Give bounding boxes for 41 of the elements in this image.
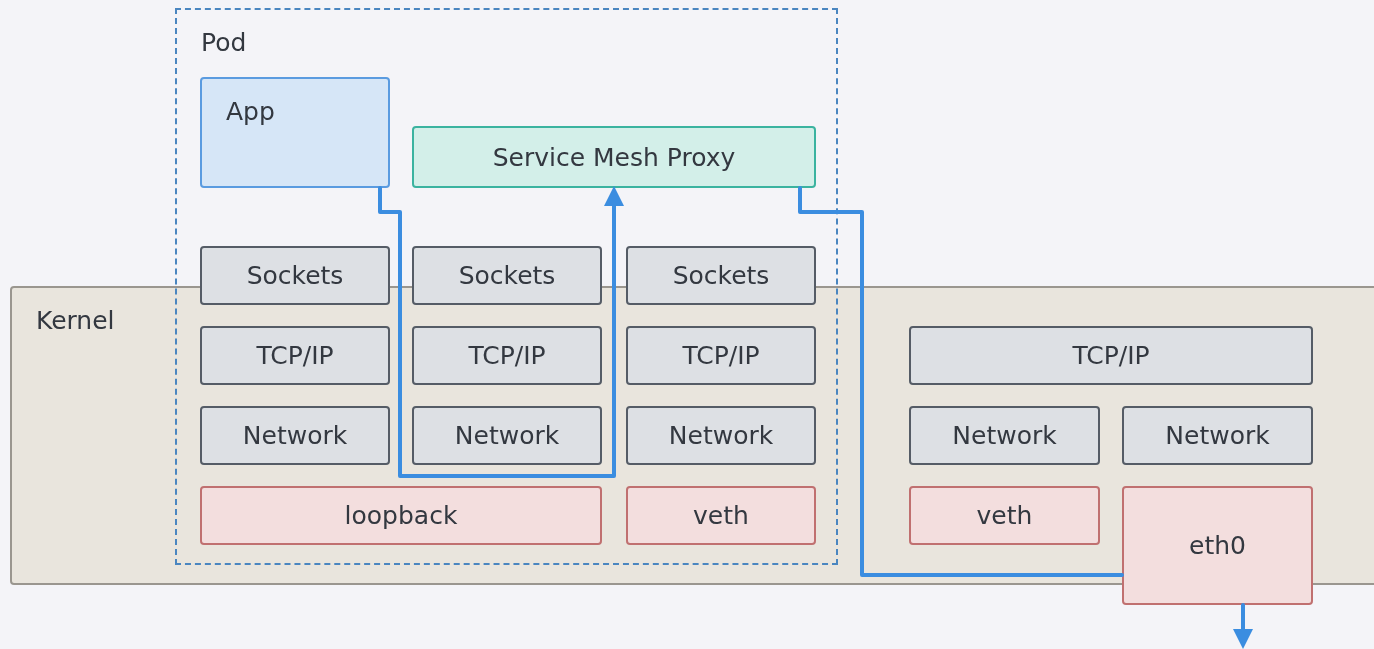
layer-box [909, 406, 1100, 465]
box-label: veth [976, 503, 1033, 528]
box-label: Service Mesh Proxy [492, 144, 736, 170]
app-box [200, 77, 390, 188]
interface-box [1122, 486, 1313, 605]
flow-arrow [1233, 603, 1253, 649]
interface-box [626, 486, 816, 545]
box-label: Pod [201, 30, 247, 55]
layer-box [200, 246, 390, 305]
box-label: TCP/IP [468, 343, 546, 368]
layer-box [200, 406, 390, 465]
layer-box [626, 246, 816, 305]
box-label: loopback [344, 503, 458, 528]
interface-box [909, 486, 1100, 545]
layer-box [626, 326, 816, 385]
box-label: Kernel [36, 308, 115, 333]
layer-box [1122, 406, 1313, 465]
box-label: App [226, 99, 275, 124]
layer-box [412, 326, 602, 385]
box-label: TCP/IP [682, 343, 760, 368]
pod-boundary [175, 8, 838, 565]
layer-box [412, 246, 602, 305]
box-label: Network [1165, 423, 1270, 448]
box-label: Network [952, 423, 1057, 448]
box-label: Network [242, 423, 348, 448]
layer-box [200, 326, 390, 385]
layer-box [626, 406, 816, 465]
box-label: Network [668, 423, 774, 448]
box-label: eth0 [1189, 533, 1246, 558]
layer-box [412, 406, 602, 465]
box-label: Sockets [246, 263, 344, 288]
layer-box [909, 326, 1313, 385]
box-label: TCP/IP [256, 343, 334, 368]
box-label: Sockets [672, 263, 770, 288]
box-label: TCP/IP [1072, 343, 1150, 368]
box-label: Sockets [458, 263, 556, 288]
proxy-box [412, 126, 816, 188]
flow-arrow [378, 186, 624, 478]
interface-box [200, 486, 602, 545]
box-label: Network [454, 423, 560, 448]
box-label: veth [693, 503, 749, 528]
